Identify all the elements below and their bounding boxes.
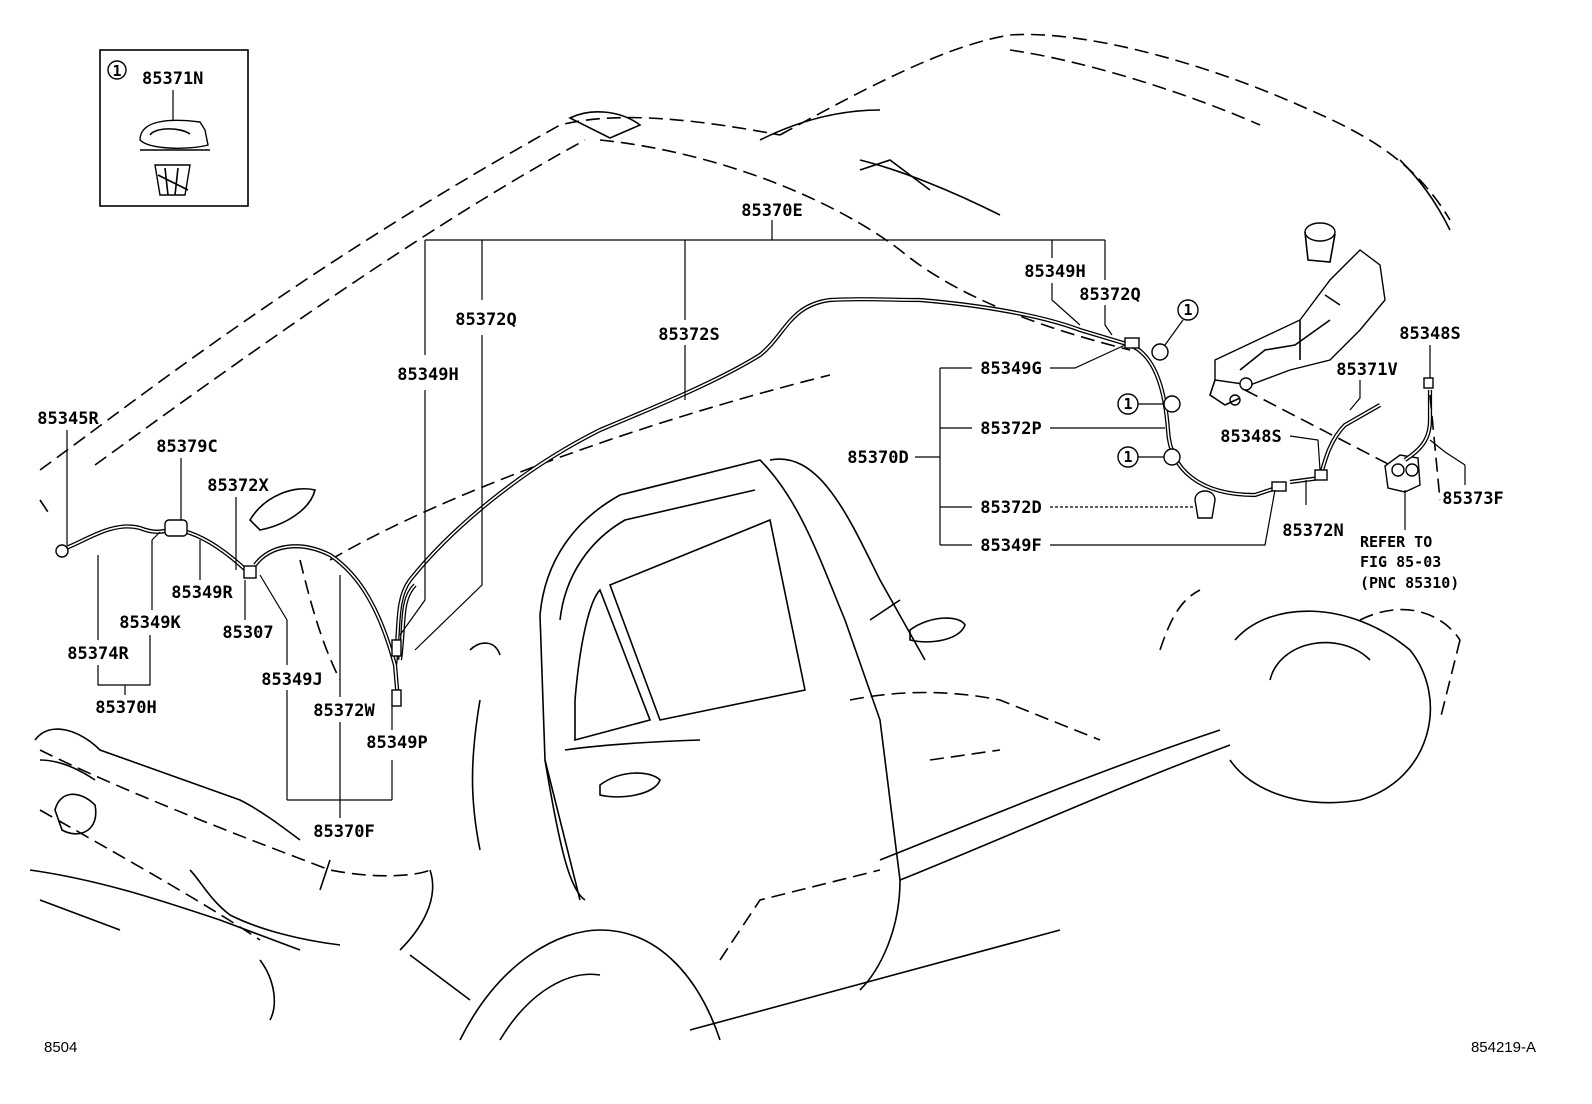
washer-pump bbox=[1384, 454, 1421, 493]
label-85348S-top: 85348S bbox=[1399, 324, 1460, 344]
reference-note-line1: REFER TO bbox=[1360, 533, 1432, 551]
label-85349J: 85349J bbox=[261, 670, 322, 690]
label-85371V: 85371V bbox=[1336, 360, 1397, 380]
inset-box: 1 85371N bbox=[99, 49, 249, 207]
label-85372N: 85372N bbox=[1282, 521, 1343, 541]
label-85372X: 85372X bbox=[207, 476, 269, 496]
inset-ref-symbol: 1 bbox=[112, 62, 121, 80]
label-85374R: 85374R bbox=[67, 644, 129, 664]
label-85349R: 85349R bbox=[171, 583, 233, 603]
label-85372Q-right: 85372Q bbox=[1079, 285, 1140, 305]
label-85349H-right: 85349H bbox=[1024, 262, 1085, 282]
label-85348S-mid: 85348S bbox=[1220, 427, 1281, 447]
label-85349P: 85349P bbox=[366, 733, 427, 753]
label-85349F: 85349F bbox=[980, 536, 1041, 556]
vehicle-outline bbox=[29, 33, 1461, 1041]
label-85372D: 85372D bbox=[980, 498, 1041, 518]
label-85372Q-left: 85372Q bbox=[455, 310, 516, 330]
footer: 8504 854219-A bbox=[44, 1039, 1536, 1056]
ref-symbol-top: 1 bbox=[1183, 301, 1192, 319]
ref-symbol-low: 1 bbox=[1123, 448, 1132, 466]
washer-hoses bbox=[59, 297, 1433, 701]
label-85370F: 85370F bbox=[313, 822, 374, 842]
ref-symbol-mid: 1 bbox=[1123, 395, 1132, 413]
reference-note-line3: (PNC 85310) bbox=[1360, 574, 1459, 592]
hose-ref-markers bbox=[1151, 343, 1181, 466]
washer-tank bbox=[1209, 222, 1386, 406]
label-85345R: 85345R bbox=[37, 409, 99, 429]
label-85370H: 85370H bbox=[95, 698, 156, 718]
label-85370E: 85370E bbox=[741, 201, 802, 221]
reference-note-line2: FIG 85-03 bbox=[1360, 553, 1441, 571]
label-85373F: 85373F bbox=[1442, 489, 1503, 509]
part-labels: 85370E 85349H 85372Q 85372S 85349H 85372… bbox=[37, 201, 1503, 842]
label-85349K: 85349K bbox=[119, 613, 181, 633]
leader-lines bbox=[66, 220, 1466, 818]
figure-code: 854219-A bbox=[1471, 1039, 1536, 1056]
label-85372P: 85372P bbox=[980, 419, 1041, 439]
label-85349G: 85349G bbox=[980, 359, 1041, 379]
page-code: 8504 bbox=[44, 1039, 77, 1056]
label-85370D: 85370D bbox=[847, 448, 908, 468]
hose-connectors bbox=[55, 337, 1434, 707]
label-85372S: 85372S bbox=[658, 325, 719, 345]
label-85307: 85307 bbox=[222, 623, 273, 643]
label-85349H-left: 85349H bbox=[397, 365, 458, 385]
label-85372W: 85372W bbox=[313, 701, 375, 721]
label-85379C: 85379C bbox=[156, 437, 217, 457]
inset-part-label: 85371N bbox=[142, 69, 203, 89]
